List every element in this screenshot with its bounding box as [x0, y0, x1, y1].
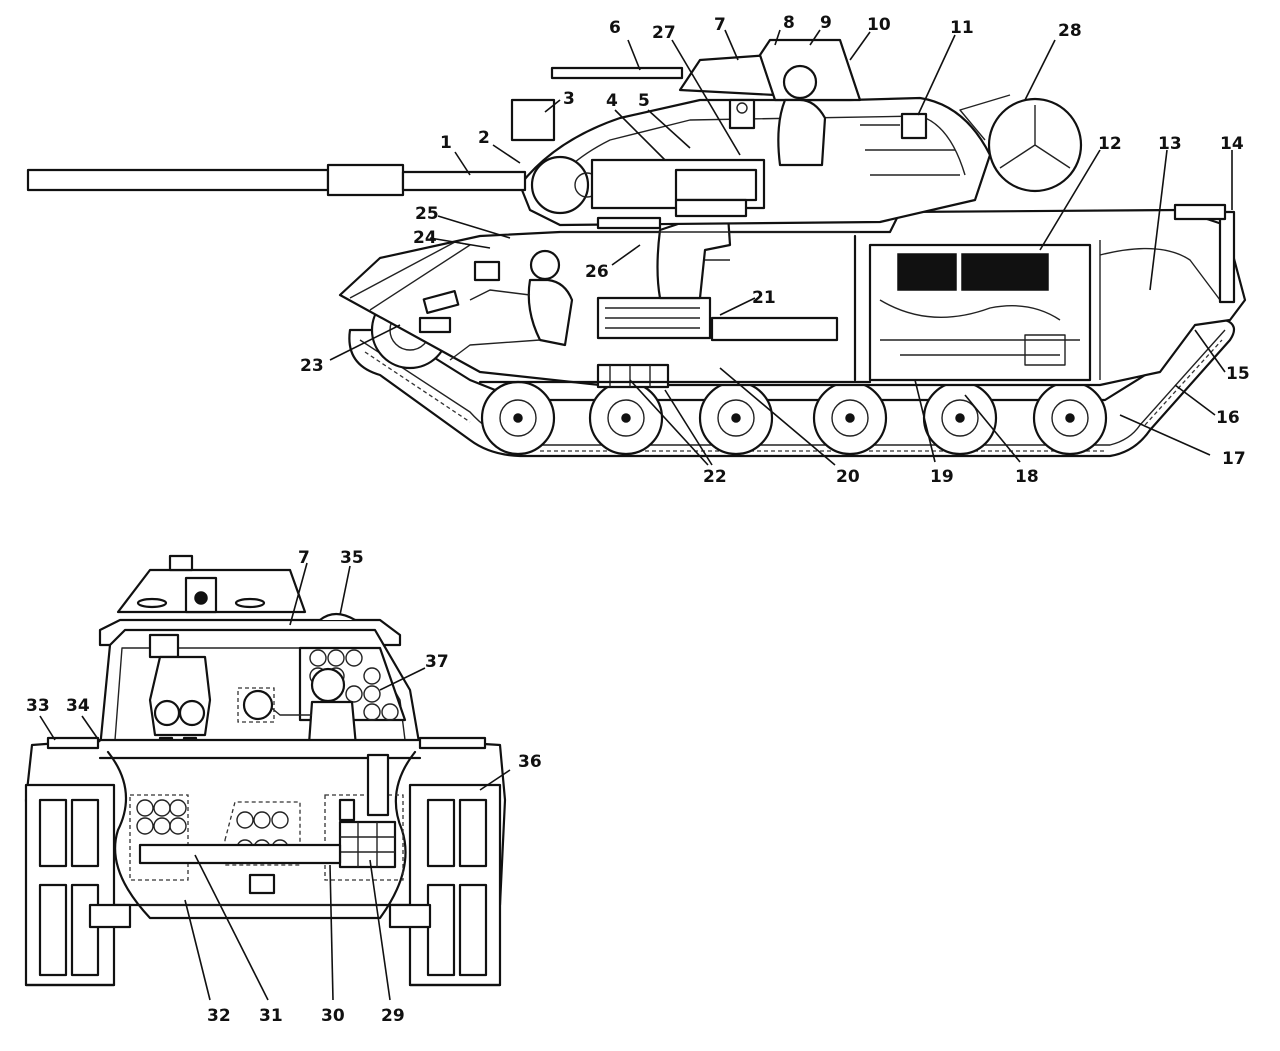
- callout-1: 1: [440, 133, 452, 153]
- callout-24: 24: [413, 228, 437, 248]
- engine-radiator-left: [897, 253, 957, 291]
- front-view: [24, 554, 507, 987]
- callout-2: 2: [478, 128, 490, 148]
- callout-10: 10: [867, 15, 891, 35]
- callout-35: 35: [340, 548, 364, 568]
- callout-32: 32: [207, 1006, 231, 1026]
- turret-ammo-rounds: [309, 649, 399, 721]
- coaxial-machine-gun: [596, 216, 662, 230]
- side-view: [26, 38, 1247, 458]
- callout-37: 37: [425, 652, 449, 672]
- callout-16: 16: [1216, 408, 1240, 428]
- callout-26: 26: [585, 262, 609, 282]
- gun-mantlet: [530, 155, 590, 215]
- callout-23: 23: [300, 356, 324, 376]
- callout-31: 31: [259, 1006, 283, 1026]
- callout-7-front: 7: [298, 548, 310, 568]
- road-wheels: [480, 380, 1108, 456]
- front-fender-right: [418, 736, 487, 750]
- callout-21: 21: [752, 288, 776, 308]
- front-fender-left: [46, 736, 100, 750]
- callout-7: 7: [714, 15, 726, 35]
- engine-radiator-right: [961, 253, 1049, 291]
- side-view-leaders: [329, 29, 1233, 466]
- callout-34: 34: [66, 696, 90, 716]
- commander-figure: [777, 64, 827, 167]
- front-view-labels: 7 35 37 33 34 36 32 31 30 29: [26, 548, 542, 1026]
- callout-4: 4: [606, 91, 618, 111]
- callout-27: 27: [652, 23, 676, 43]
- front-hatch: [319, 612, 356, 621]
- commander-cupola: [678, 53, 777, 97]
- ammo-racks: [596, 296, 839, 389]
- front-torsion-bar: [138, 843, 342, 865]
- rear-stowage: [1218, 210, 1236, 304]
- callout-5: 5: [638, 91, 650, 111]
- callout-19: 19: [930, 467, 954, 487]
- exhaust-pipe: [1099, 247, 1221, 301]
- callout-14: 14: [1220, 134, 1244, 154]
- callout-17: 17: [1222, 449, 1246, 469]
- callout-28: 28: [1058, 21, 1082, 41]
- front-floor-ammo: [129, 753, 404, 881]
- side-view-labels: 1 2 3 4 5 6 27 7 8 9 10 11 28 12 13 14 2…: [300, 13, 1250, 487]
- callout-12: 12: [1098, 134, 1122, 154]
- callout-18: 18: [1015, 467, 1039, 487]
- front-left-track: [24, 783, 132, 987]
- gunner-sight: [510, 98, 556, 142]
- callout-25: 25: [415, 204, 439, 224]
- callout-11: 11: [950, 18, 974, 38]
- main-gun-barrel: [26, 163, 527, 197]
- callout-29: 29: [381, 1006, 405, 1026]
- front-hull-tub: [106, 750, 417, 920]
- callout-22: 22: [703, 467, 727, 487]
- radio-box: [900, 112, 928, 140]
- callout-13: 13: [1158, 134, 1182, 154]
- cupola-machine-gun: [550, 66, 684, 80]
- callout-20: 20: [836, 467, 860, 487]
- front-right-track: [388, 783, 502, 987]
- callout-3: 3: [563, 89, 575, 109]
- callout-15: 15: [1226, 364, 1250, 384]
- front-view-leaders: [39, 562, 511, 1001]
- callout-33: 33: [26, 696, 50, 716]
- callout-30: 30: [321, 1006, 345, 1026]
- callout-8: 8: [783, 13, 795, 33]
- callout-36: 36: [518, 752, 542, 772]
- driver-figure: [418, 249, 574, 361]
- callout-9: 9: [820, 13, 832, 33]
- front-escape-hatch: [248, 873, 276, 895]
- callout-6: 6: [609, 18, 621, 38]
